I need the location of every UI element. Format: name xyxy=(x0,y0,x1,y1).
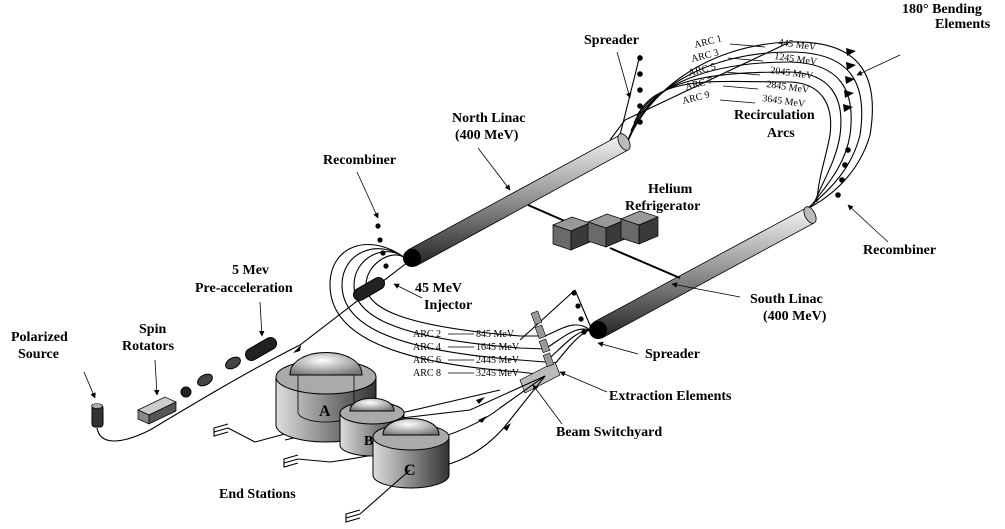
spin-label-line2: Rotators xyxy=(122,339,175,354)
north-arc-labels: ARC 1 ARC 3 ARC 5 ARC 7 ARC 9 445 MeV 12… xyxy=(681,33,818,110)
end-stations-label: End Stations xyxy=(219,487,296,502)
spin-label-line1: Spin xyxy=(139,322,166,337)
arc-2-name: ARC 2 xyxy=(413,329,441,340)
extraction-label: Extraction Elements xyxy=(609,389,732,404)
arc-8-name: ARC 8 xyxy=(413,368,441,379)
bending-label-line1: 180° Bending xyxy=(902,2,982,17)
south-linac-label-line2: (400 MeV) xyxy=(763,309,827,324)
preaccel-label-line1: 5 Mev xyxy=(232,263,269,278)
bending-label-line2: Elements xyxy=(935,17,991,32)
arc-4-energy: 1645 MeV xyxy=(476,342,520,353)
arc-1-name: ARC 1 xyxy=(693,33,723,50)
hall-c-letter: C xyxy=(404,462,416,479)
helium-label-line2: Refrigerator xyxy=(625,199,700,214)
refrigerator-box-1 xyxy=(552,216,591,251)
refrigerator-box-3 xyxy=(620,210,659,245)
arc-6-energy: 2445 MeV xyxy=(476,355,520,366)
helium-refrigerator xyxy=(527,204,681,279)
recombiner-right-label: Recombiner xyxy=(863,243,936,258)
refrigerator-box-2 xyxy=(587,213,626,248)
hall-b-letter: B xyxy=(364,434,373,449)
polarized-label-line1: Polarized xyxy=(11,330,68,345)
injector-label-line2: Injector xyxy=(424,298,472,313)
polarized-source-device xyxy=(91,403,104,428)
recirc-label-line1: Recirculation xyxy=(734,108,815,123)
recombiner-left-label: Recombiner xyxy=(323,153,396,168)
north-linac xyxy=(403,133,631,267)
south-linac xyxy=(589,206,817,339)
spreader-top-label: Spreader xyxy=(584,33,639,48)
recirc-label-line2: Arcs xyxy=(767,126,795,141)
switchyard-label: Beam Switchyard xyxy=(556,425,662,440)
north-linac-label-line2: (400 MeV) xyxy=(455,128,519,143)
arc-4-name: ARC 4 xyxy=(413,342,441,353)
polarized-label-line2: Source xyxy=(18,347,59,362)
injector-beamline xyxy=(91,261,409,442)
arc-2-energy: 845 MeV xyxy=(476,329,515,340)
spin-rotator-box xyxy=(137,396,177,425)
north-linac-label-line1: North Linac xyxy=(452,111,526,126)
hall-a xyxy=(275,352,377,443)
arc-1-energy: 445 MeV xyxy=(778,37,818,53)
leader-arrows xyxy=(83,51,901,425)
preaccel-label-line2: Pre-acceleration xyxy=(195,281,293,296)
arc-8-energy: 3245 MeV xyxy=(476,368,520,379)
hall-c xyxy=(372,418,450,489)
arc-6-name: ARC 6 xyxy=(413,355,441,366)
hall-a-letter: A xyxy=(319,403,331,420)
spreader-bottom-label: Spreader xyxy=(645,347,700,362)
diagram-labels: 180° Bending Elements Spreader North Lin… xyxy=(11,2,991,502)
dump-symbols xyxy=(213,423,411,523)
injector-label-line1: 45 MeV xyxy=(415,281,462,296)
south-arc-labels: ARC 2 ARC 4 ARC 6 ARC 8 845 MeV 1645 MeV… xyxy=(413,329,520,379)
south-linac-label-line1: South Linac xyxy=(750,292,823,307)
helium-label-line1: Helium xyxy=(648,182,693,197)
